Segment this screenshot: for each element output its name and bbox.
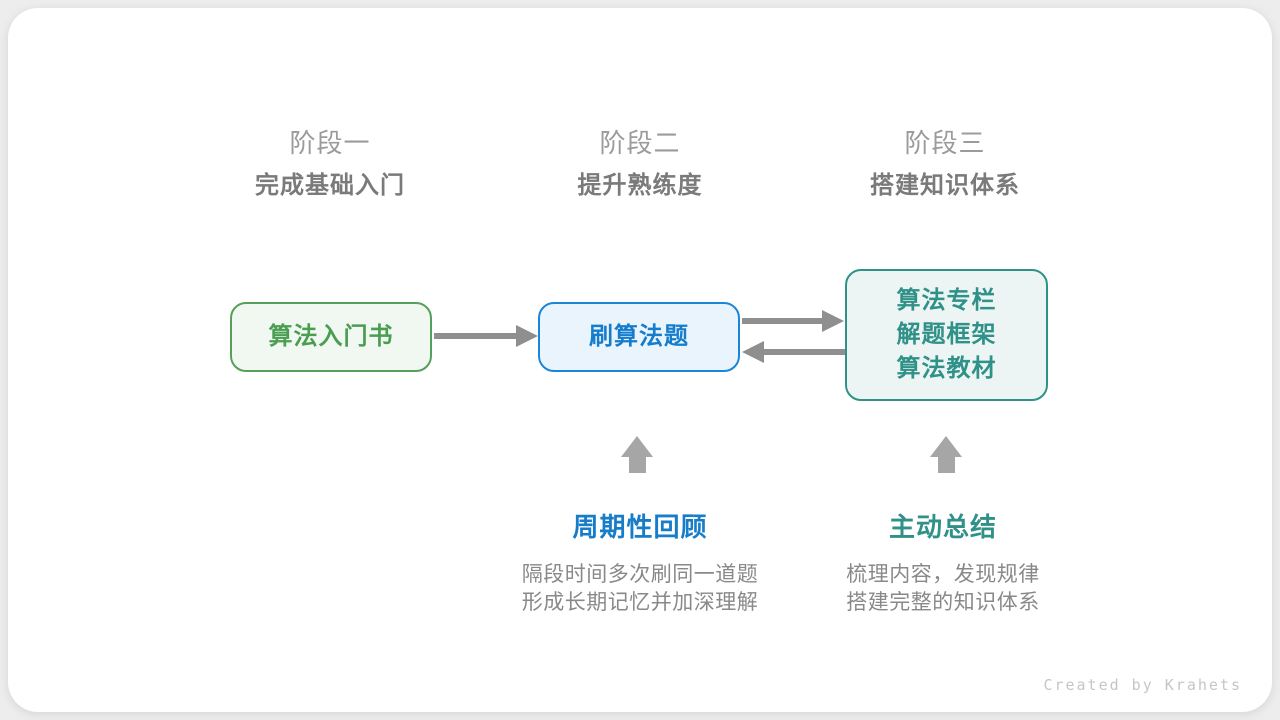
credit-text: Created by Krahets <box>1043 676 1242 694</box>
stage-1-subtitle: 完成基础入门 <box>255 172 405 199</box>
annotation-periodic-review-title: 周期性回顾 <box>572 512 708 542</box>
stage-3-label: 阶段三 <box>904 128 986 158</box>
node-intro-book: 算法入门书 <box>230 302 432 372</box>
stage-header-1: 阶段一 完成基础入门 <box>170 128 490 201</box>
stage-header-2: 阶段二 提升熟练度 <box>480 128 800 201</box>
node-knowledge-resources: 算法专栏 解题框架 算法教材 <box>845 269 1048 401</box>
node-practice-problems: 刷算法题 <box>538 302 740 372</box>
annotation-active-summary-desc: 梳理内容，发现规律 搭建完整的知识体系 <box>773 561 1113 617</box>
stage-1-label: 阶段一 <box>289 128 371 158</box>
node-resource-line-3: 算法教材 <box>896 355 997 382</box>
annotation-active-summary-title: 主动总结 <box>888 512 997 542</box>
stage-3-subtitle: 搭建知识体系 <box>870 172 1020 199</box>
stage-2-subtitle: 提升熟练度 <box>577 172 703 199</box>
desc-line: 梳理内容，发现规律 <box>846 563 1040 586</box>
node-resource-line-2: 解题框架 <box>896 321 997 348</box>
annotation-periodic-review-desc: 隔段时间多次刷同一道题 形成长期记忆并加深理解 <box>470 561 810 617</box>
stage-header-3: 阶段三 搭建知识体系 <box>785 128 1105 201</box>
annotation-active-summary: 主动总结 梳理内容，发现规律 搭建完整的知识体系 <box>773 511 1113 617</box>
node-intro-book-label: 算法入门书 <box>268 323 394 350</box>
node-practice-problems-label: 刷算法题 <box>589 323 689 350</box>
stage-2-label: 阶段二 <box>599 128 681 158</box>
desc-line: 形成长期记忆并加深理解 <box>521 591 759 614</box>
annotation-periodic-review: 周期性回顾 隔段时间多次刷同一道题 形成长期记忆并加深理解 <box>470 511 810 617</box>
desc-line: 隔段时间多次刷同一道题 <box>521 563 759 586</box>
node-resource-line-1: 算法专栏 <box>896 287 997 314</box>
desc-line: 搭建完整的知识体系 <box>846 591 1040 614</box>
